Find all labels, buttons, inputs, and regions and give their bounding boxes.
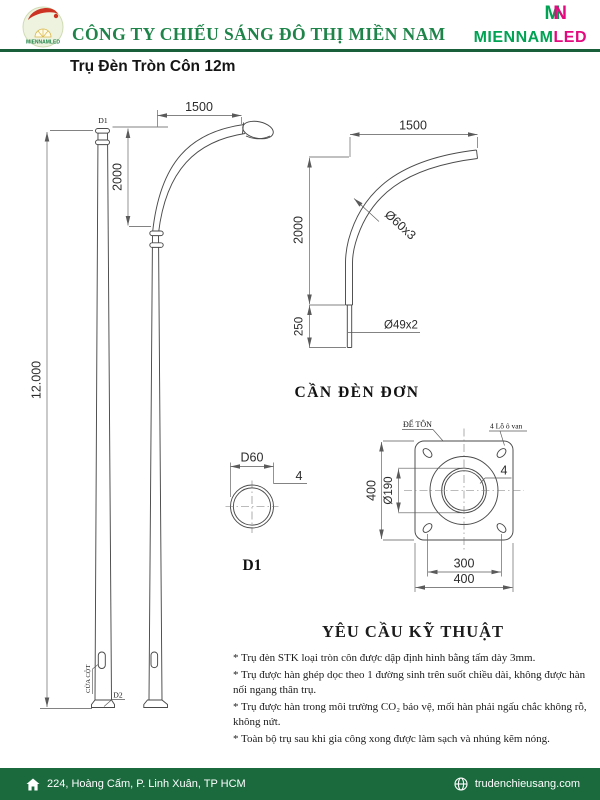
technical-requirements: YÊU CẦU KỸ THUẬT * Trụ đèn STK loại tròn… <box>233 622 593 748</box>
door-leader-line <box>92 664 99 694</box>
logo-circle <box>22 6 64 48</box>
spec-item: * Trụ được hàn trong môi trường CO₂ bảo … <box>233 700 587 729</box>
extension-lines <box>40 130 93 709</box>
footer: 224, Hoàng Cấm, P. Linh Xuân, TP HCM tru… <box>0 768 600 800</box>
label-insert-pipe: Ø49x2 <box>384 320 418 332</box>
extension-lines <box>383 440 414 541</box>
insert-pipe <box>346 305 353 348</box>
pole-door-opening <box>97 651 106 669</box>
home-icon <box>26 778 40 790</box>
bolt-hole <box>422 448 433 458</box>
arm-detail-caption: CẦN ĐÈN ĐƠN <box>295 383 420 401</box>
logo-lotus-rays <box>37 29 49 38</box>
label-holes: 4 Lỗ ô van <box>490 422 523 431</box>
header: MIENNAMLED CÔNG TY CHIẾU SÁNG ĐÔ THỊ MIỀ… <box>0 0 600 50</box>
monogram-n: N <box>553 3 567 24</box>
arm-inner-edge <box>158 133 246 701</box>
arm-joint-ring <box>149 242 164 248</box>
brand-miennam: MIENNAM <box>473 29 554 46</box>
company-name: CÔNG TY CHIẾU SÁNG ĐÔ THỊ MIỀN NAM <box>72 24 446 44</box>
dim-insert: 250 <box>294 317 306 336</box>
centerlines <box>404 428 524 552</box>
tube-section-view: D60 4 D1 <box>225 451 307 574</box>
monogram-m: M <box>544 3 561 24</box>
base-plate-view: 400 Ø190 4 300 400 ĐẾ TÔN 4 Lỗ ô van <box>365 419 527 592</box>
pole-outline <box>94 130 112 701</box>
extension-lines <box>309 137 478 348</box>
dim-diameter: D60 <box>241 451 264 465</box>
spec-item: * Trụ được hàn ghép dọc theo 1 đường sin… <box>233 668 586 697</box>
label-arm-pipe: Ø60x3 <box>382 207 419 242</box>
dim-reach: 1500 <box>399 119 427 133</box>
company-logo: MIENNAMLED <box>22 6 64 48</box>
pipe-callout-leader <box>353 198 380 222</box>
arm-joint-ring <box>149 230 164 237</box>
globe-icon <box>454 777 468 791</box>
pole-door-opening <box>150 651 159 669</box>
arm-detail-view: 1500 2000 250 Ø60x3 Ø49x2 CẦN ĐÈN ĐƠN <box>292 119 478 401</box>
dim-pole-diameter: Ø190 <box>383 476 395 504</box>
extension-lines <box>398 467 466 514</box>
luminaire-lens-line <box>245 135 271 140</box>
brand-led: LED <box>553 29 587 46</box>
dim-hole-spacing: 300 <box>454 557 475 571</box>
address-text: 224, Hoàng Cấm, P. Linh Xuân, TP HCM <box>47 778 246 790</box>
dim-plate-thickness: 4 <box>501 464 508 478</box>
base-leader-line <box>103 699 125 707</box>
extension-lines <box>112 110 242 227</box>
pole-top-joint-ring <box>95 128 110 134</box>
dim-thickness: 4 <box>296 469 303 483</box>
specs-title: YÊU CẦU KỸ THUẬT <box>321 622 505 641</box>
page-title: Trụ Đèn Tròn Côn 12m <box>70 58 236 75</box>
dim-plate-side-h: 400 <box>454 572 475 586</box>
section-caption: D1 <box>243 557 262 574</box>
bolt-hole <box>496 523 507 533</box>
logo-bird-head <box>53 13 59 19</box>
luminaire-joint-line <box>242 122 244 135</box>
dim-pole-height: 12.000 <box>30 361 44 399</box>
bolt-hole <box>422 523 433 533</box>
dim-rise: 2000 <box>292 216 306 244</box>
dim-plate-side-v: 400 <box>365 480 379 501</box>
extension-lines <box>427 534 502 577</box>
bolt-hole <box>496 448 507 458</box>
brand-wordmark: MIENNAMLED <box>474 29 587 47</box>
plate-label-leader <box>402 429 444 442</box>
luminaire-head <box>242 120 274 140</box>
logo-bird-icon <box>28 8 58 20</box>
arm-inner-edge <box>352 158 478 305</box>
brand-monogram: MN <box>544 4 567 23</box>
pole-base-flange <box>143 699 168 708</box>
label-plate: ĐẾ TÔN <box>403 419 432 429</box>
thickness-leader <box>479 477 512 484</box>
footer-website: trudenchieusang.com <box>454 777 580 791</box>
centerlines <box>225 480 279 533</box>
footer-address: 224, Hoàng Cấm, P. Linh Xuân, TP HCM <box>26 778 246 791</box>
pole-top-joint-ring <box>95 139 110 146</box>
label-door: CỬA CỘT <box>84 665 92 693</box>
pole-base-flange <box>91 699 115 708</box>
arm-outer-edge <box>345 149 477 305</box>
pole-with-arm-view: 1500 2000 <box>111 100 274 708</box>
extension-lines <box>414 543 514 592</box>
spec-item: * Trụ đèn STK loại tròn côn được dập địn… <box>233 652 536 664</box>
header-divider <box>0 49 600 52</box>
dim-arm-rise: 2000 <box>111 163 125 191</box>
label-d1: D1 <box>98 116 107 125</box>
dim-arm-reach: 1500 <box>185 100 213 114</box>
brand-logo: MN MIENNAMLED <box>447 4 587 47</box>
pole-front-view: 12.000 D1 CỬA CỘT D2 <box>30 116 125 709</box>
logo-text: MIENNAMLED <box>26 40 60 46</box>
website-text: trudenchieusang.com <box>474 778 580 790</box>
holes-label-leader <box>489 430 527 446</box>
spec-item: * Toàn bộ trụ sau khi gia công xong được… <box>233 732 550 745</box>
label-d2: D2 <box>113 691 122 700</box>
arm-outer-edge <box>148 124 245 701</box>
